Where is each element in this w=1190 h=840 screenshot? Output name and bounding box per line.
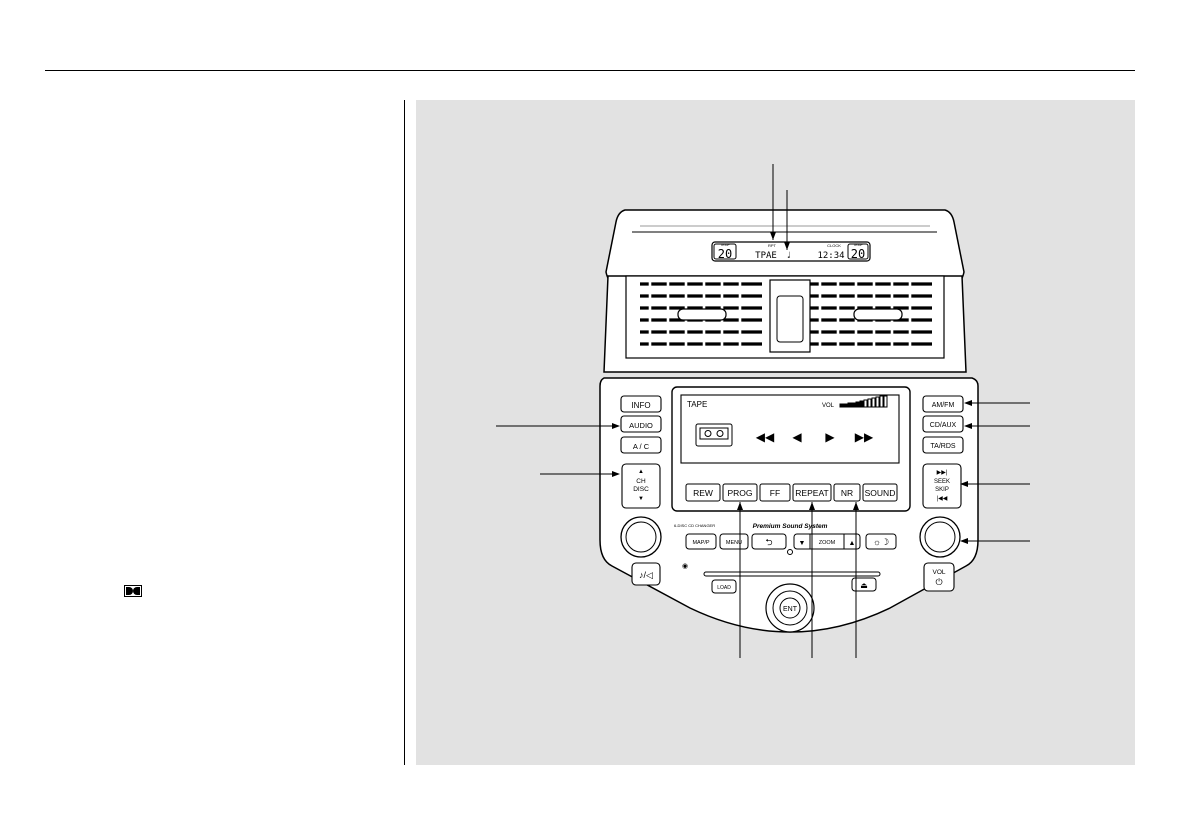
rew-key-label: REW xyxy=(693,488,713,498)
vol-label: VOL xyxy=(932,569,945,576)
repeat-key-label: REPEAT xyxy=(795,488,828,498)
zoom-out-icon: ▼ xyxy=(799,540,806,547)
tards-label: TA/RDS xyxy=(930,443,955,450)
back-arrow-icon: ⮌ xyxy=(765,537,772,547)
eject-icon: ⏏ xyxy=(860,581,868,590)
overhead-display xyxy=(711,241,871,262)
volume-bar-icon xyxy=(839,395,888,408)
disc-label: DISC xyxy=(633,486,649,493)
tards-button[interactable] xyxy=(922,436,964,454)
cancel-button[interactable] xyxy=(751,533,787,550)
back-icon: ◀ xyxy=(792,430,802,444)
audio-button[interactable] xyxy=(620,415,662,433)
temp-label-left: TEMP xyxy=(720,243,730,247)
skip-back-icon: |◀◀ xyxy=(937,496,948,502)
map-button[interactable] xyxy=(685,533,717,550)
sound-key-label: SOUND xyxy=(865,488,896,498)
rewind-icon: ◀◀ xyxy=(756,430,775,444)
screen-vol-label: VOL xyxy=(822,403,835,409)
audio-label: AUDIO xyxy=(629,421,653,430)
screen-mode-label: TAPE xyxy=(687,400,707,409)
changer-label: 6-DISC CD CHANGER xyxy=(674,523,715,528)
rew-key[interactable] xyxy=(685,483,721,502)
disc-icon: ◉ xyxy=(682,563,688,570)
ff-key-label: FF xyxy=(770,488,780,498)
soft-keys: REW PROG FF REPEAT NR SOUND xyxy=(685,483,898,502)
seek-skip-button[interactable] xyxy=(922,463,962,509)
amfm-button[interactable] xyxy=(922,395,964,413)
header-rule xyxy=(45,70,1135,71)
load-button[interactable] xyxy=(711,579,737,594)
temp-label-right: TEMP xyxy=(853,243,863,247)
day-night-button[interactable] xyxy=(865,533,897,550)
skip-forward-icon: ▶▶| xyxy=(937,470,948,476)
sound-key[interactable] xyxy=(862,483,898,502)
clock-label: CLOCK xyxy=(827,243,841,248)
zoom-in-icon: ▲ xyxy=(849,540,856,547)
map-label: MAP/P xyxy=(692,540,709,546)
voice-icon: ♪/◁ xyxy=(639,570,653,580)
ac-label: A / C xyxy=(633,442,650,451)
cdaux-button[interactable] xyxy=(922,415,964,433)
menu-button[interactable] xyxy=(719,533,749,550)
tape-note-glyph: ♩ xyxy=(786,251,791,261)
cdaux-label: CD/AUX xyxy=(930,422,957,429)
power-icon: ⏻ xyxy=(935,577,942,587)
load-label: LOAD xyxy=(717,585,731,591)
source-indicator: TPAE xyxy=(755,251,777,261)
ent-label: ENT xyxy=(783,606,798,613)
prog-key[interactable] xyxy=(722,483,758,502)
brand-label: Premium Sound System xyxy=(753,523,828,530)
nr-key-label: NR xyxy=(841,488,853,498)
amfm-label: AM/FM xyxy=(932,402,955,409)
cd-slot xyxy=(703,571,881,577)
callout-lines xyxy=(496,164,1030,658)
temp-right-value: 20 xyxy=(851,247,865,261)
temp-left-value: 20 xyxy=(718,247,732,261)
cassette-icon xyxy=(695,423,733,447)
info-button[interactable] xyxy=(620,395,662,413)
audio-unit-diagram: TEMP TEMP 20 20 RPT TPAE ♩ CLOCK 12:34 xyxy=(496,164,1030,658)
ch-disc-button[interactable] xyxy=(621,463,661,509)
nr-key[interactable] xyxy=(833,483,861,502)
play-icon: ▶ xyxy=(825,430,835,444)
ac-button[interactable] xyxy=(620,436,662,454)
vol-power-button[interactable] xyxy=(923,562,955,592)
info-label: INFO xyxy=(631,401,650,410)
menu-label: MENU xyxy=(726,540,742,546)
repeat-key[interactable] xyxy=(792,483,832,502)
ch-up-icon: ▲ xyxy=(638,469,644,475)
ff-key[interactable] xyxy=(759,483,791,502)
dolby-logo-icon xyxy=(124,585,142,597)
column-divider xyxy=(404,100,405,765)
zoom-label: ZOOM xyxy=(819,540,836,546)
voice-button[interactable] xyxy=(631,562,661,586)
skip-label: SKIP xyxy=(935,487,949,493)
day-night-icon: ☼☽ xyxy=(873,537,889,547)
rpt-indicator: RPT xyxy=(768,243,777,248)
disc-down-icon: ▼ xyxy=(638,496,644,502)
ch-label: CH xyxy=(636,478,646,485)
clock-time: 12:34 xyxy=(817,251,844,261)
fast-forward-icon: ▶▶ xyxy=(855,430,874,444)
seek-label: SEEK xyxy=(934,479,950,485)
callout-arrowheads xyxy=(612,232,972,544)
prog-key-label: PROG xyxy=(727,488,752,498)
eject-button[interactable] xyxy=(851,577,877,592)
